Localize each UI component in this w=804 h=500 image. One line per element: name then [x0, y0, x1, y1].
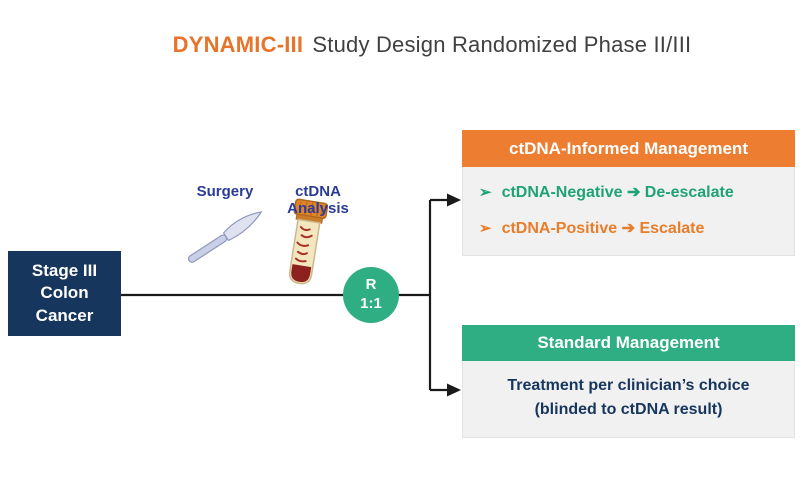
- ctdna-negative-text: ctDNA-Negative ➔ De-escalate: [501, 184, 734, 201]
- arrowhead-bottom-icon: [447, 383, 461, 397]
- standard-body-line: Treatment per clinician’s choice: [507, 377, 750, 394]
- ctdna-positive-text: ctDNA-Positive ➔ Escalate: [501, 220, 705, 237]
- surgery-label: Surgery: [196, 183, 254, 200]
- randomization-ratio: 1:1: [360, 295, 382, 312]
- stage-box-line: Colon: [40, 283, 89, 303]
- standard-body-line: (blinded to ctDNA result): [534, 401, 723, 418]
- standard-management-body: Treatment per clinician’s choice (blinde…: [462, 361, 795, 438]
- ctdna-informed-header: ctDNA-Informed Management: [462, 130, 795, 167]
- arrowhead-top-icon: [447, 193, 461, 207]
- randomization-circle: R 1:1: [343, 267, 399, 323]
- standard-management-panel: Standard Management Treatment per clinic…: [462, 325, 795, 438]
- ctdna-informed-panel: ctDNA-Informed Management ➢ ctDNA-Negati…: [462, 130, 795, 256]
- randomization-letter: R: [365, 276, 377, 294]
- arrowhead-bullet-icon: ➢: [479, 220, 492, 237]
- page-title: DYNAMIC-III Study Design Randomized Phase…: [60, 32, 804, 58]
- title-subtitle: Study Design Randomized Phase II/III: [312, 32, 692, 57]
- ctdna-informed-body: ➢ ctDNA-Negative ➔ De-escalate ➢ ctDNA-P…: [462, 167, 795, 256]
- ctdna-analysis-label: ctDNA Analysis: [287, 183, 349, 217]
- stage-box-line: Stage III: [31, 260, 98, 280]
- stage-iii-colon-cancer-box: Stage III Colon Cancer: [8, 251, 121, 336]
- ctdna-negative-row: ➢ ctDNA-Negative ➔ De-escalate: [479, 182, 784, 202]
- stage-box-line: Cancer: [35, 305, 94, 325]
- standard-management-header: Standard Management: [462, 325, 795, 361]
- ctdna-positive-row: ➢ ctDNA-Positive ➔ Escalate: [479, 218, 784, 238]
- arrowhead-bullet-icon: ➢: [479, 184, 492, 201]
- study-name: DYNAMIC-III: [172, 32, 304, 57]
